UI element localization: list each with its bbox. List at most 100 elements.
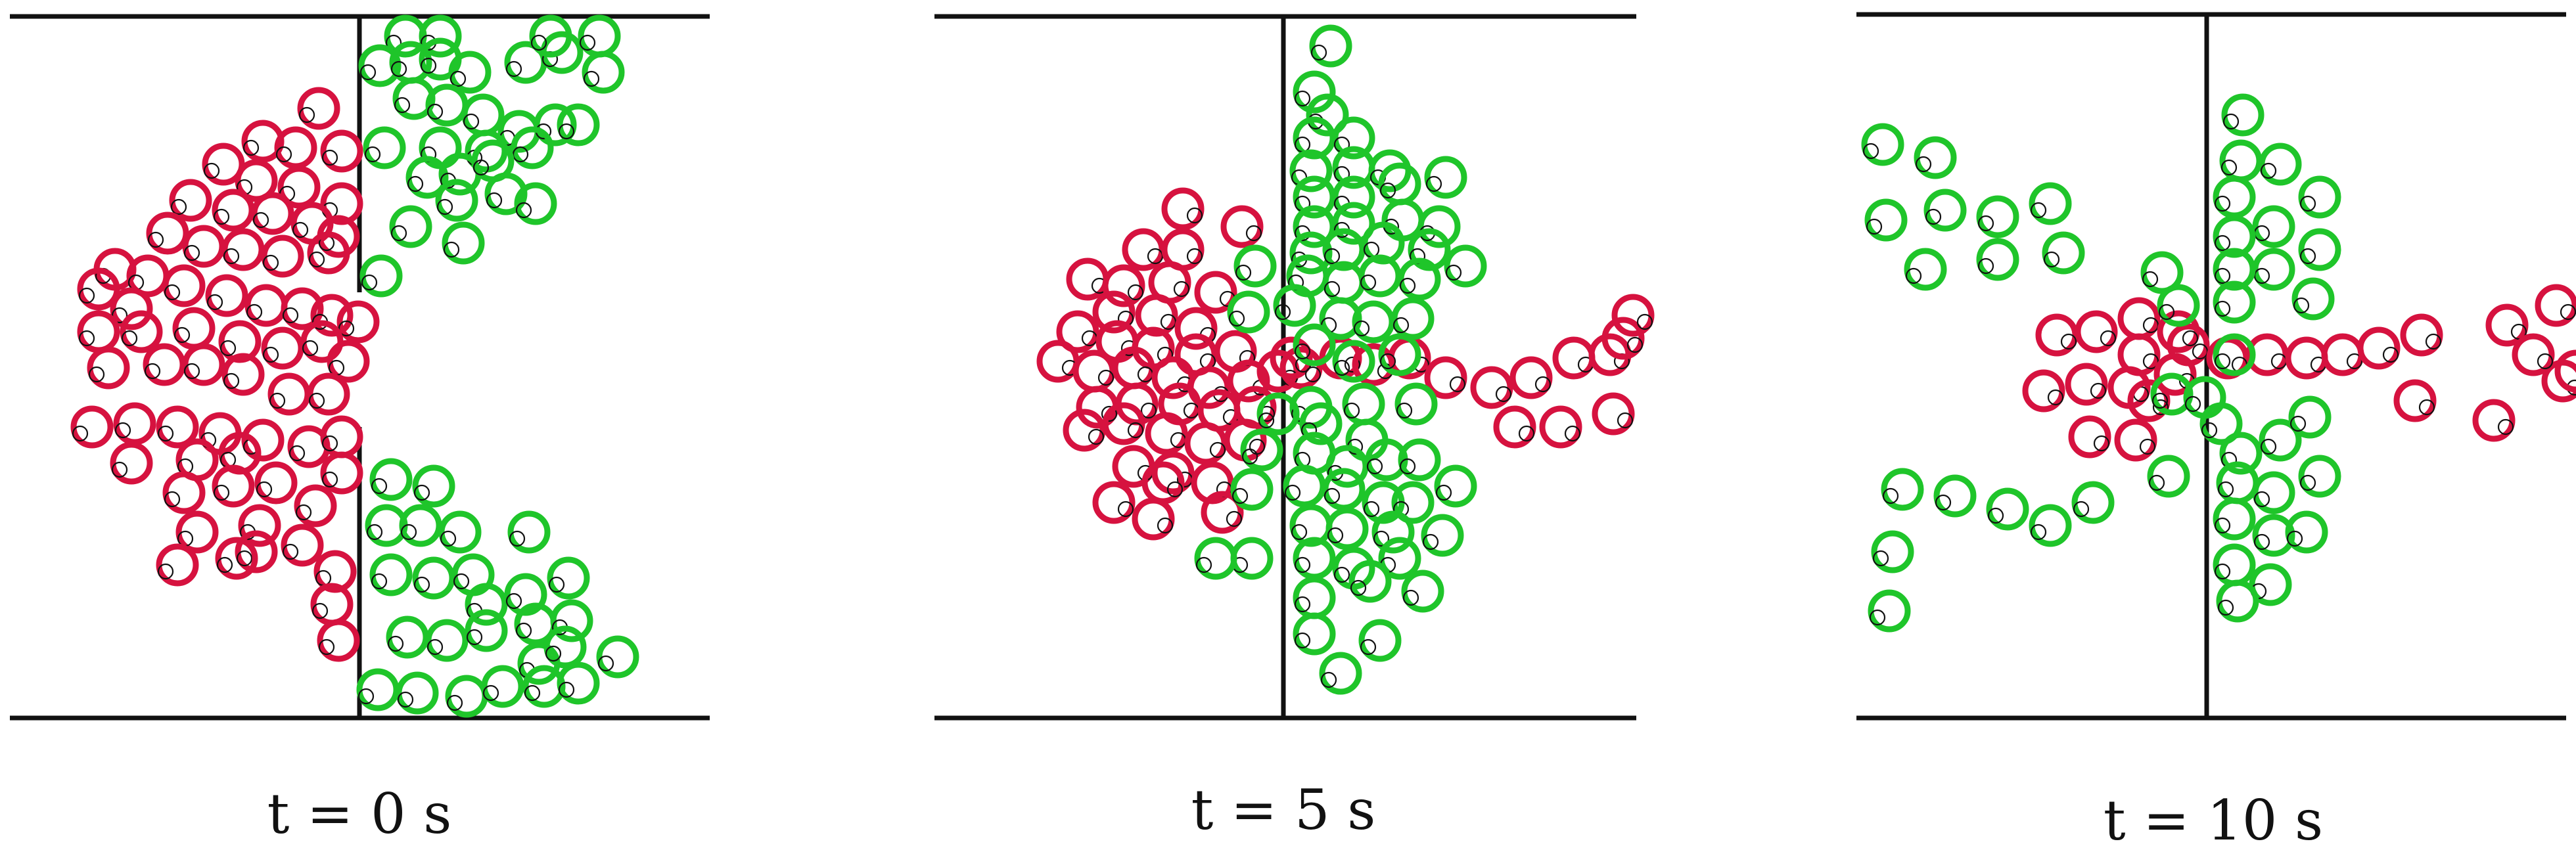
agent-body: [2252, 205, 2295, 248]
agent-marker: [543, 625, 587, 669]
agent-marker: [156, 543, 199, 587]
agent-body: [1227, 359, 1270, 403]
agent-heading-marker: [390, 60, 407, 78]
agent-body: [1293, 70, 1336, 114]
agent-body: [2472, 399, 2516, 442]
agent-body: [2221, 93, 2265, 137]
agent-heading-marker: [1396, 402, 1413, 419]
agent-heading-marker: [338, 320, 355, 337]
agent-marker: [2221, 93, 2265, 137]
agent-marker: [1923, 189, 1967, 232]
agent-body: [1923, 189, 1967, 232]
agent-heading-marker: [2346, 353, 2363, 370]
agent-heading-marker: [1166, 481, 1184, 498]
agent-heading-marker: [426, 103, 444, 120]
agent-marker: [1161, 187, 1205, 231]
agent-marker: [2213, 248, 2256, 291]
agent-marker: [396, 671, 439, 715]
agent-heading-marker: [213, 484, 230, 501]
agent-marker: [2114, 418, 2157, 462]
agent-marker: [2485, 303, 2529, 347]
agent-body: [215, 537, 258, 580]
agent-body: [156, 405, 199, 449]
agent-marker: [1102, 402, 1145, 445]
agent-marker: [2147, 455, 2190, 498]
agent-body: [2535, 284, 2576, 327]
agent-heading-marker: [1399, 458, 1416, 475]
agent-body: [1191, 461, 1234, 504]
agent-body: [2213, 280, 2256, 324]
agent-marker: [1358, 619, 1402, 662]
agent-heading-marker: [371, 478, 388, 495]
agent-body: [2114, 418, 2157, 462]
agent-body: [2199, 402, 2243, 445]
agent-heading-marker: [1228, 310, 1245, 327]
agent-body: [1362, 221, 1405, 265]
agent-heading-marker: [1626, 336, 1644, 353]
agent-body: [1325, 445, 1369, 488]
agent-marker: [1092, 481, 1136, 524]
agent-marker: [504, 573, 547, 616]
agent-marker: [1976, 195, 2019, 238]
agent-heading-marker: [453, 573, 470, 590]
agent-marker: [2298, 175, 2341, 219]
agent-body: [120, 310, 163, 353]
agent-heading-marker: [2047, 389, 2064, 406]
agent-body: [1861, 123, 1904, 166]
agent-marker: [1914, 136, 1957, 179]
agent-marker: [358, 44, 402, 87]
agent-marker: [2065, 363, 2108, 406]
agent-body: [2042, 231, 2085, 275]
agent-body: [1332, 175, 1375, 219]
agent-body: [448, 51, 492, 94]
agent-body: [261, 326, 304, 370]
agent-body: [547, 556, 590, 600]
agent-marker: [386, 615, 429, 659]
agent-body: [369, 553, 413, 596]
agent-body: [2291, 277, 2335, 321]
agent-heading-marker: [1186, 248, 1203, 265]
agent-marker: [550, 599, 593, 642]
agent-marker: [1933, 474, 1977, 518]
agent-body: [1592, 392, 1635, 436]
agent-marker: [1256, 392, 1300, 436]
agent-heading-marker: [597, 655, 614, 672]
agent-heading-marker: [1147, 248, 1164, 265]
agent-body: [2213, 248, 2256, 291]
agent-marker: [261, 326, 304, 370]
agent-heading-marker: [157, 563, 174, 580]
agent-heading-marker: [1905, 267, 1922, 284]
agent-body: [310, 294, 354, 337]
agent-heading-marker: [1231, 487, 1249, 504]
agent-heading-marker: [443, 241, 460, 258]
panel-t5: t = 5 s: [934, 14, 1655, 842]
agent-heading-marker: [524, 684, 541, 702]
agent-body: [1421, 514, 1464, 557]
agent-marker: [1132, 497, 1175, 541]
agent-body: [2219, 432, 2263, 475]
agent-marker: [1986, 487, 2029, 531]
agent-heading-marker: [463, 113, 480, 130]
agent-marker: [1240, 428, 1283, 472]
agent-body: [2029, 504, 2072, 547]
agent-heading-marker: [1310, 44, 1327, 61]
agent-marker: [2472, 399, 2516, 442]
agent-heading-marker: [262, 254, 279, 271]
agent-heading-marker: [2217, 599, 2234, 616]
agent-heading-marker: [2030, 524, 2047, 541]
agent-heading-marker: [579, 34, 596, 51]
agent-heading-marker: [321, 435, 338, 452]
agent-marker: [1444, 244, 1487, 288]
agent-heading-marker: [1866, 218, 1883, 235]
agent-marker: [1864, 198, 1908, 242]
agent-marker: [1325, 507, 1369, 550]
agent-heading-marker: [1291, 524, 1308, 541]
agent-heading-marker: [512, 146, 529, 163]
agent-heading-marker: [173, 326, 191, 344]
agent-body: [2150, 372, 2194, 416]
agent-marker: [1401, 570, 1444, 613]
agent-body: [2259, 143, 2302, 186]
agent-marker: [1036, 340, 1080, 383]
agent-body: [1408, 228, 1451, 271]
